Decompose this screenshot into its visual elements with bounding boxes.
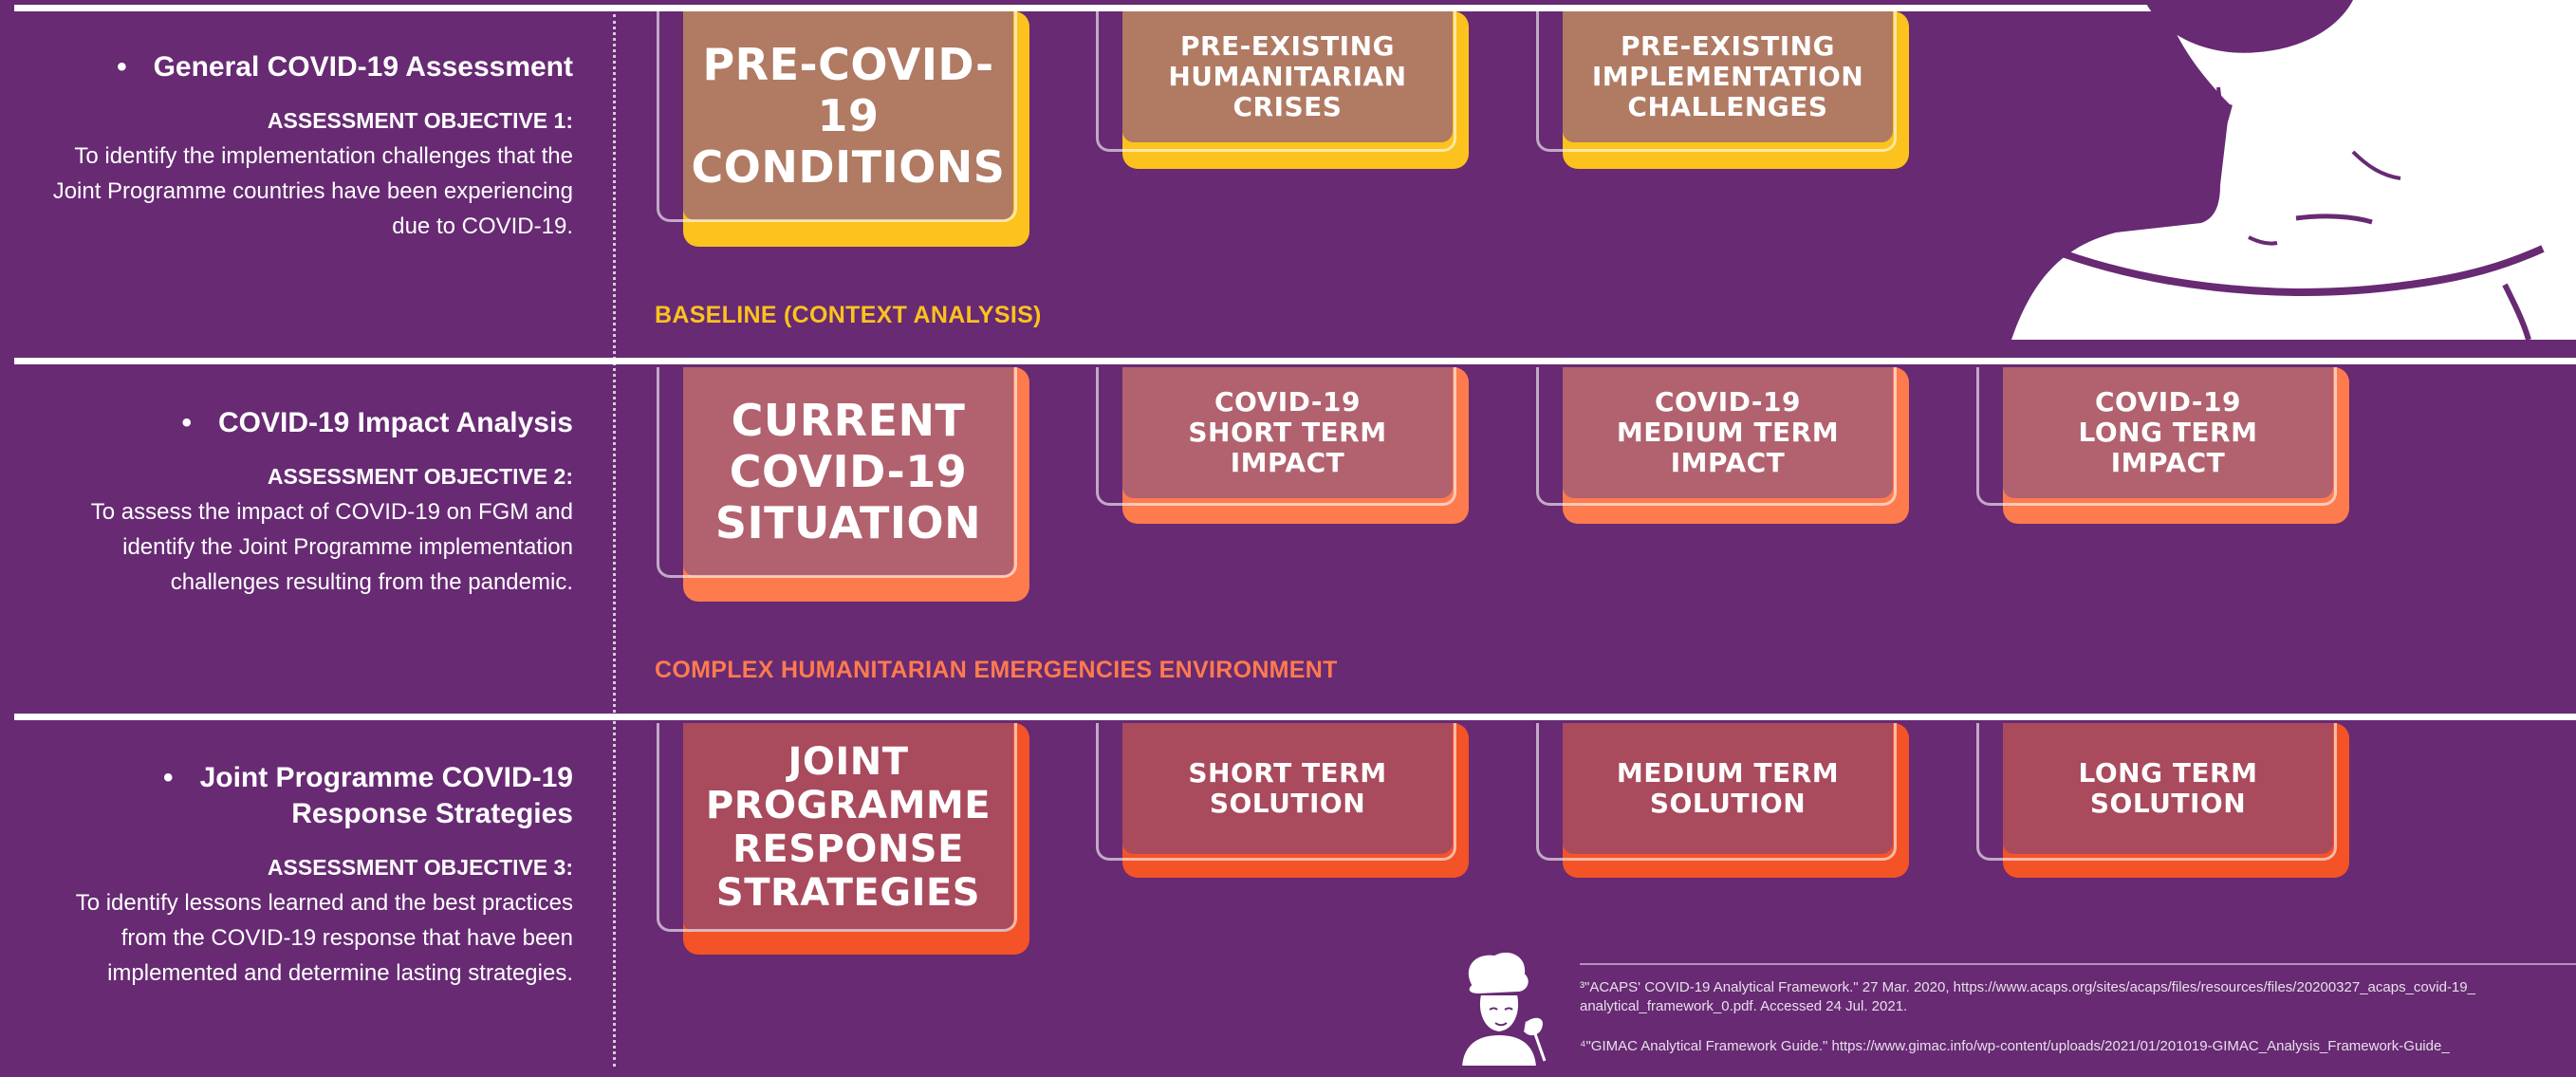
- assessment-objective-label: ASSESSMENT OBJECTIVE 3:: [267, 855, 573, 880]
- box-label: COVID-19 SHORT TERM IMPACT: [1188, 386, 1387, 478]
- box-pre-covid-conditions: PRE-COVID-19 CONDITIONS: [657, 11, 1029, 247]
- top-divider: [14, 5, 2576, 11]
- box-label: COVID-19 LONG TERM IMPACT: [2078, 386, 2258, 478]
- box-label: CURRENT COVID-19 SITUATION: [714, 395, 982, 548]
- assessment-objective-text: To assess the impact of COVID-19 on FGM …: [90, 499, 573, 595]
- assessment-objective-label: ASSESSMENT OBJECTIVE 1:: [267, 108, 573, 133]
- bullet-icon: •: [181, 407, 192, 438]
- box-current-covid-situation: CURRENT COVID-19 SITUATION: [657, 367, 1029, 602]
- woman-illustration: [2011, 0, 2576, 340]
- box-label: PRE-COVID-19 CONDITIONS: [691, 39, 1006, 193]
- assessment-objective-text: To identify lessons learned and the best…: [75, 890, 573, 986]
- box-covid-long-term-impact: COVID-19 LONG TERM IMPACT: [1976, 367, 2349, 524]
- box-covid-medium-term-impact: COVID-19 MEDIUM TERM IMPACT: [1536, 367, 1909, 524]
- bullet-icon: •: [163, 762, 174, 793]
- box-label: JOINT PROGRAMME RESPONSE STRATEGIES: [705, 740, 991, 915]
- row-label-complex-emergencies: COMPLEX HUMANITARIAN EMERGENCIES ENVIRON…: [655, 657, 1338, 683]
- assessment-objective-label: ASSESSMENT OBJECTIVE 2:: [267, 464, 573, 489]
- section-3-title: •Joint Programme COVID-19 Response Strat…: [163, 762, 573, 829]
- section-1-description: •General COVID-19 Assessment ASSESSMENT …: [0, 49, 573, 244]
- box-pre-existing-humanitarian-crises: PRE-EXISTING HUMANITARIAN CRISES: [1096, 11, 1469, 169]
- box-label: PRE-EXISTING HUMANITARIAN CRISES: [1168, 30, 1407, 122]
- column-divider: [613, 14, 616, 1067]
- box-label: MEDIUM TERM SOLUTION: [1616, 757, 1840, 819]
- box-pre-existing-implementation-challenges: PRE-EXISTING IMPLEMENTATION CHALLENGES: [1536, 11, 1909, 169]
- box-covid-short-term-impact: COVID-19 SHORT TERM IMPACT: [1096, 367, 1469, 524]
- box-short-term-solution: SHORT TERM SOLUTION: [1096, 723, 1469, 878]
- box-label: LONG TERM SOLUTION: [2078, 757, 2258, 819]
- section-1-title: •General COVID-19 Assessment: [0, 49, 573, 85]
- bullet-icon: •: [117, 51, 127, 83]
- footnotes: ³"ACAPS' COVID-19 Analytical Framework."…: [1580, 963, 2576, 1077]
- section-2-description: •COVID-19 Impact Analysis ASSESSMENT OBJ…: [0, 405, 573, 600]
- box-medium-term-solution: MEDIUM TERM SOLUTION: [1536, 723, 1909, 878]
- row-divider-1: [14, 358, 2576, 364]
- section-2-title: •COVID-19 Impact Analysis: [0, 405, 573, 441]
- chef-illustration: [1459, 950, 1547, 1067]
- row-label-baseline: BASELINE (CONTEXT ANALYSIS): [655, 302, 1042, 328]
- assessment-objective-text: To identify the implementation challenge…: [52, 143, 573, 239]
- box-label: PRE-EXISTING IMPLEMENTATION CHALLENGES: [1591, 30, 1864, 122]
- box-joint-programme-response-strategies: JOINT PROGRAMME RESPONSE STRATEGIES: [657, 723, 1029, 955]
- footnote-4: ⁴"GIMAC Analytical Framework Guide." htt…: [1580, 1038, 2450, 1054]
- footnote-3: ³"ACAPS' COVID-19 Analytical Framework."…: [1580, 979, 2475, 1014]
- section-3-description: •Joint Programme COVID-19 Response Strat…: [0, 760, 573, 991]
- box-long-term-solution: LONG TERM SOLUTION: [1976, 723, 2349, 878]
- row-divider-2: [14, 714, 2576, 720]
- box-label: SHORT TERM SOLUTION: [1188, 757, 1387, 819]
- box-label: COVID-19 MEDIUM TERM IMPACT: [1616, 386, 1840, 478]
